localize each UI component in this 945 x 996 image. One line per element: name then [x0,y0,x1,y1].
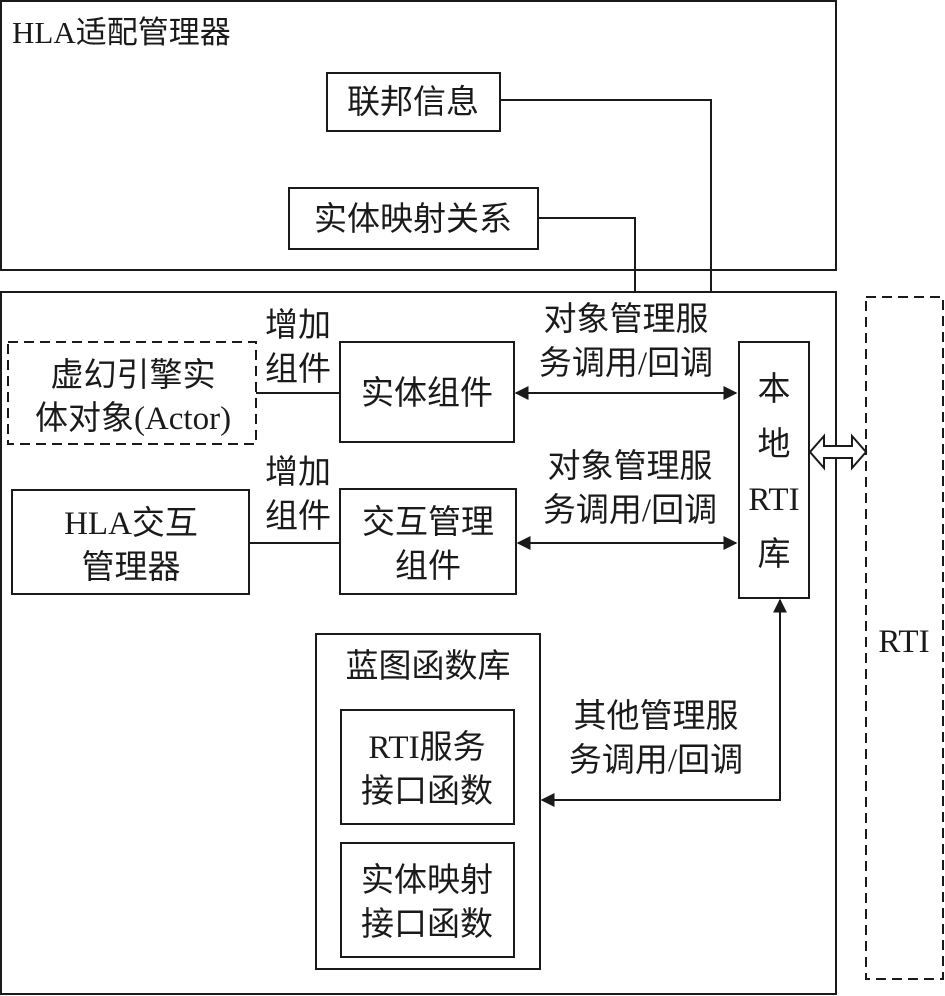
entity-mapping-relation-label: 实体映射关系 [314,201,512,238]
entity-mapping-interface-box [340,842,515,958]
entity-mapping-interface-line2: 接口函数 [361,906,493,943]
local-rti-char-3: RTI [748,482,799,518]
adapter-manager-box [0,0,837,271]
interaction-component-box [339,488,517,595]
add-component-2-line1: 增加 [265,454,331,491]
local-rti-char-2: 地 [758,426,791,463]
entity-component-box [339,341,515,443]
local-rti-char-1: 本 [758,371,791,408]
rti-service-interface-line1: RTI服务 [368,729,485,766]
federation-info-label: 联邦信息 [347,84,479,121]
entity-mapping-connector [538,217,636,292]
main-container-box [0,291,837,995]
blueprint-library-title: 蓝图函数库 [346,648,511,685]
adapter-manager-title: HLA适配管理器 [12,15,231,50]
ue-entity-box [7,341,257,445]
add-component-1-line2: 组件 [265,351,331,388]
local-rti-to-rti-double-arrow [808,433,868,471]
object-mgmt-1-line2: 务调用/回调 [539,345,713,382]
entity-component-label: 实体组件 [361,375,493,412]
other-mgmt-line2: 务调用/回调 [569,742,743,779]
add-component-2-line2: 组件 [265,498,331,535]
local-rti-char-4: 库 [758,536,791,573]
ue-entity-line1: 虚幻引擎实 [51,357,216,394]
object-mgmt-2-line1: 对象管理服 [548,448,713,485]
rti-box [865,296,944,980]
other-mgmt-line1: 其他管理服 [574,698,739,735]
federation-info-box [326,72,501,132]
object-mgmt-2-line2: 务调用/回调 [543,492,717,529]
blueprint-library-box [315,633,541,970]
local-rti-box [738,341,810,599]
federation-info-connector [500,99,712,292]
interaction-component-line1: 交互管理 [362,504,494,541]
rti-service-interface-box [340,709,515,825]
hla-interaction-manager-line1: HLA交互 [64,505,198,542]
other-mgmt-arrow [540,598,787,807]
entity-mapping-interface-line1: 实体映射 [361,862,493,899]
rti-label: RTI [878,624,929,660]
add-component-1-line1: 增加 [265,307,331,344]
interaction-component-line2: 组件 [395,548,461,585]
hla-interaction-manager-line2: 管理器 [82,549,181,586]
ue-entity-line2: 体对象(Actor) [35,400,231,437]
rti-service-interface-line2: 接口函数 [361,773,493,810]
object-mgmt-1-line1: 对象管理服 [544,301,709,338]
